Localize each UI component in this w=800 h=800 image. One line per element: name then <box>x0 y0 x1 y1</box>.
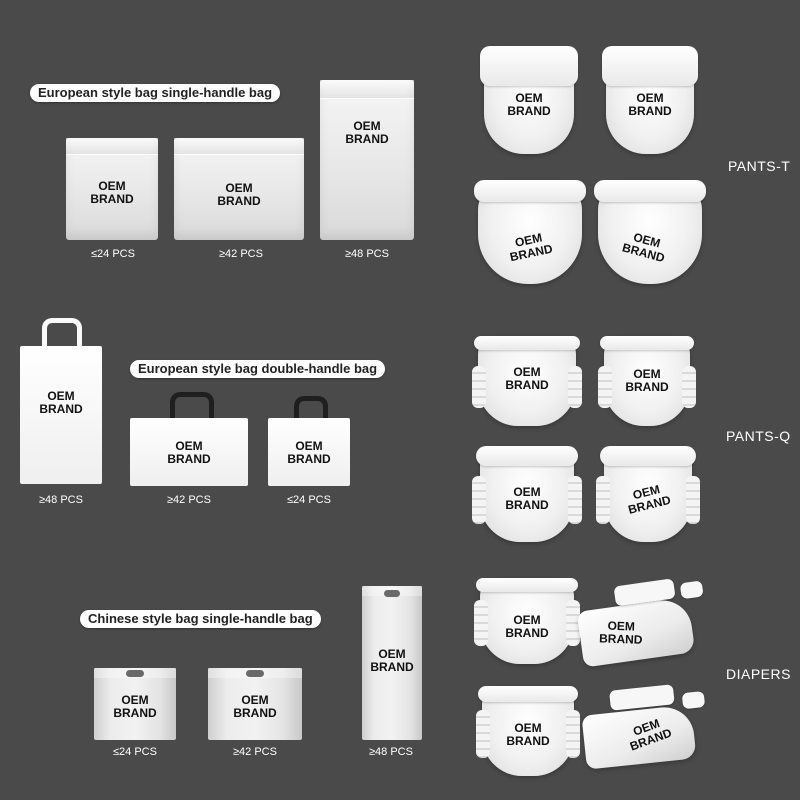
brand-oem: OEM <box>353 119 381 133</box>
brand-brand: BRAND <box>505 626 549 640</box>
pants-q-side: OEM BRAND <box>598 336 696 426</box>
eu-single-bag-small: OEM BRAND <box>66 138 158 240</box>
category-pants-t: PANTS-T <box>728 158 791 174</box>
category-diapers: DIAPERS <box>726 666 791 682</box>
qty-cn-large: ≥48 PCS <box>369 746 413 758</box>
diaper-open-2: OEM BRAND <box>581 684 706 770</box>
eu-single-bag-medium: OEM BRAND <box>174 138 304 240</box>
pants-t-open-side: OEM BRAND <box>594 180 706 284</box>
brand-brand: BRAND <box>505 378 549 392</box>
pants-t-side: OEM BRAND <box>602 46 698 154</box>
diaper-front: OEM BRAND <box>474 578 580 664</box>
brand-brand: BRAND <box>507 104 551 118</box>
brand-oem: OEM <box>225 181 253 195</box>
qty-eu-single-large: ≥48 PCS <box>345 248 389 260</box>
qty-cn-medium: ≥42 PCS <box>233 746 277 758</box>
qty-tote-medium: ≥42 PCS <box>167 494 211 506</box>
brand-brand: BRAND <box>506 734 550 748</box>
brand-brand: BRAND <box>217 194 261 208</box>
pants-t-front: OEM BRAND <box>480 46 578 154</box>
brand-brand: BRAND <box>628 104 672 118</box>
brand-oem: OEM <box>513 365 541 379</box>
brand-oem: OEM <box>47 389 75 403</box>
brand-brand: BRAND <box>370 660 414 674</box>
brand-oem: OEM <box>241 693 269 707</box>
pants-q-front: OEM BRAND <box>472 336 582 426</box>
eu-single-bag-large: OEM BRAND <box>320 80 414 240</box>
tote-bag-medium: OEM BRAND <box>130 418 248 486</box>
tote-bag-small: OEM BRAND <box>268 418 350 486</box>
brand-oem: OEM <box>175 439 203 453</box>
brand-brand: BRAND <box>233 706 277 720</box>
brand-oem: OEM <box>295 439 323 453</box>
brand-oem: OEM <box>513 613 541 627</box>
brand-oem: OEM <box>121 693 149 707</box>
brand-oem: OEM <box>513 485 541 499</box>
qty-eu-single-medium: ≥42 PCS <box>219 248 263 260</box>
brand-oem: OEM <box>636 91 664 105</box>
tote-bag-large: OEM BRAND <box>20 346 102 484</box>
cn-bag-large: OEM BRAND <box>362 586 422 740</box>
category-pants-q: PANTS-Q <box>726 428 791 444</box>
qty-tote-large: ≥48 PCS <box>39 494 83 506</box>
tote-handle-small <box>294 396 328 422</box>
section-label-eu-single: European style bag single-handle bag <box>30 84 281 102</box>
qty-eu-single-small: ≤24 PCS <box>91 248 135 260</box>
brand-oem: OEM <box>514 721 542 735</box>
section-label-eu-double: European style bag double-handle bag <box>130 360 386 378</box>
brand-brand: BRAND <box>167 452 211 466</box>
pants-t-open-front: OEM BRAND <box>474 180 586 284</box>
brand-oem: OEM <box>378 647 406 661</box>
diaper-open-1: OEM BRAND <box>576 578 704 668</box>
cn-bag-small: OEM BRAND <box>94 668 176 740</box>
brand-brand: BRAND <box>113 706 157 720</box>
diaper-front-2: OEM BRAND <box>476 686 580 776</box>
tote-handle-medium <box>170 392 214 422</box>
brand-brand: BRAND <box>287 452 331 466</box>
pants-q-open-front: OEM BRAND <box>472 446 582 542</box>
section-label-cn-single: Chinese style bag single-handle bag <box>80 610 321 628</box>
pants-q-open-side: OEM BRAND <box>596 446 700 542</box>
brand-brand: BRAND <box>505 498 549 512</box>
qty-cn-small: ≤24 PCS <box>113 746 157 758</box>
brand-brand: BRAND <box>625 380 669 394</box>
brand-oem: OEM <box>98 179 126 193</box>
brand-oem: OEM <box>633 367 661 381</box>
cn-bag-medium: OEM BRAND <box>208 668 302 740</box>
brand-brand: BRAND <box>345 132 389 146</box>
brand-oem: OEM <box>515 91 543 105</box>
qty-tote-small: ≤24 PCS <box>287 494 331 506</box>
brand-brand: BRAND <box>39 402 83 416</box>
tote-handle-large <box>42 318 82 354</box>
brand-brand: BRAND <box>90 192 134 206</box>
